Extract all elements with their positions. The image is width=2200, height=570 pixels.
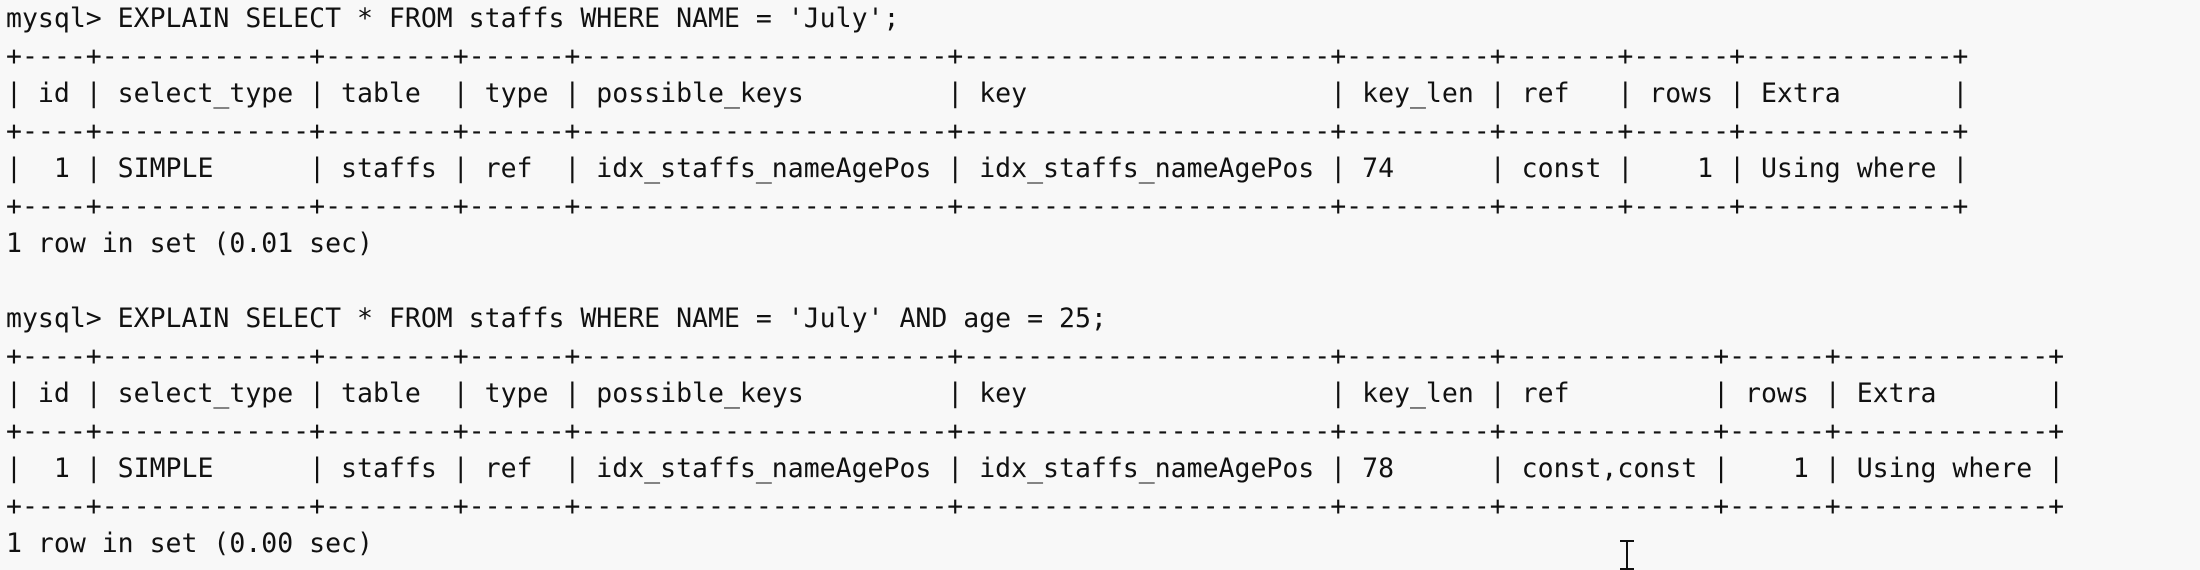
table-border-bottom: +----+-------------+--------+------+----…	[6, 490, 2065, 522]
result-status-line: 1 row in set (0.00 sec)	[6, 528, 373, 559]
table-header-row: | id | select_type | table | type | poss…	[6, 378, 2065, 409]
table-header-row: | id | select_type | table | type | poss…	[6, 78, 1969, 109]
text-cursor-icon	[1618, 540, 1636, 570]
blank-line	[6, 263, 2200, 301]
result-status-line: 1 row in set (0.01 sec)	[6, 228, 373, 259]
table-border-middle: +----+-------------+--------+------+----…	[6, 115, 1969, 147]
table-border-top: +----+-------------+--------+------+----…	[6, 40, 1969, 72]
table-border-bottom: +----+-------------+--------+------+----…	[6, 190, 1969, 222]
table-border-middle: +----+-------------+--------+------+----…	[6, 415, 2065, 447]
table-border-top: +----+-------------+--------+------+----…	[6, 340, 2065, 372]
query-block-1: mysql> EXPLAIN SELECT * FROM staffs WHER…	[6, 0, 2200, 263]
query-block-2: mysql> EXPLAIN SELECT * FROM staffs WHER…	[6, 300, 2200, 563]
sql-prompt-line: mysql> EXPLAIN SELECT * FROM staffs WHER…	[6, 3, 900, 34]
table-data-row: | 1 | SIMPLE | staffs | ref | idx_staffs…	[6, 453, 2065, 484]
table-data-row: | 1 | SIMPLE | staffs | ref | idx_staffs…	[6, 153, 1969, 184]
sql-prompt-line: mysql> EXPLAIN SELECT * FROM staffs WHER…	[6, 303, 1107, 334]
